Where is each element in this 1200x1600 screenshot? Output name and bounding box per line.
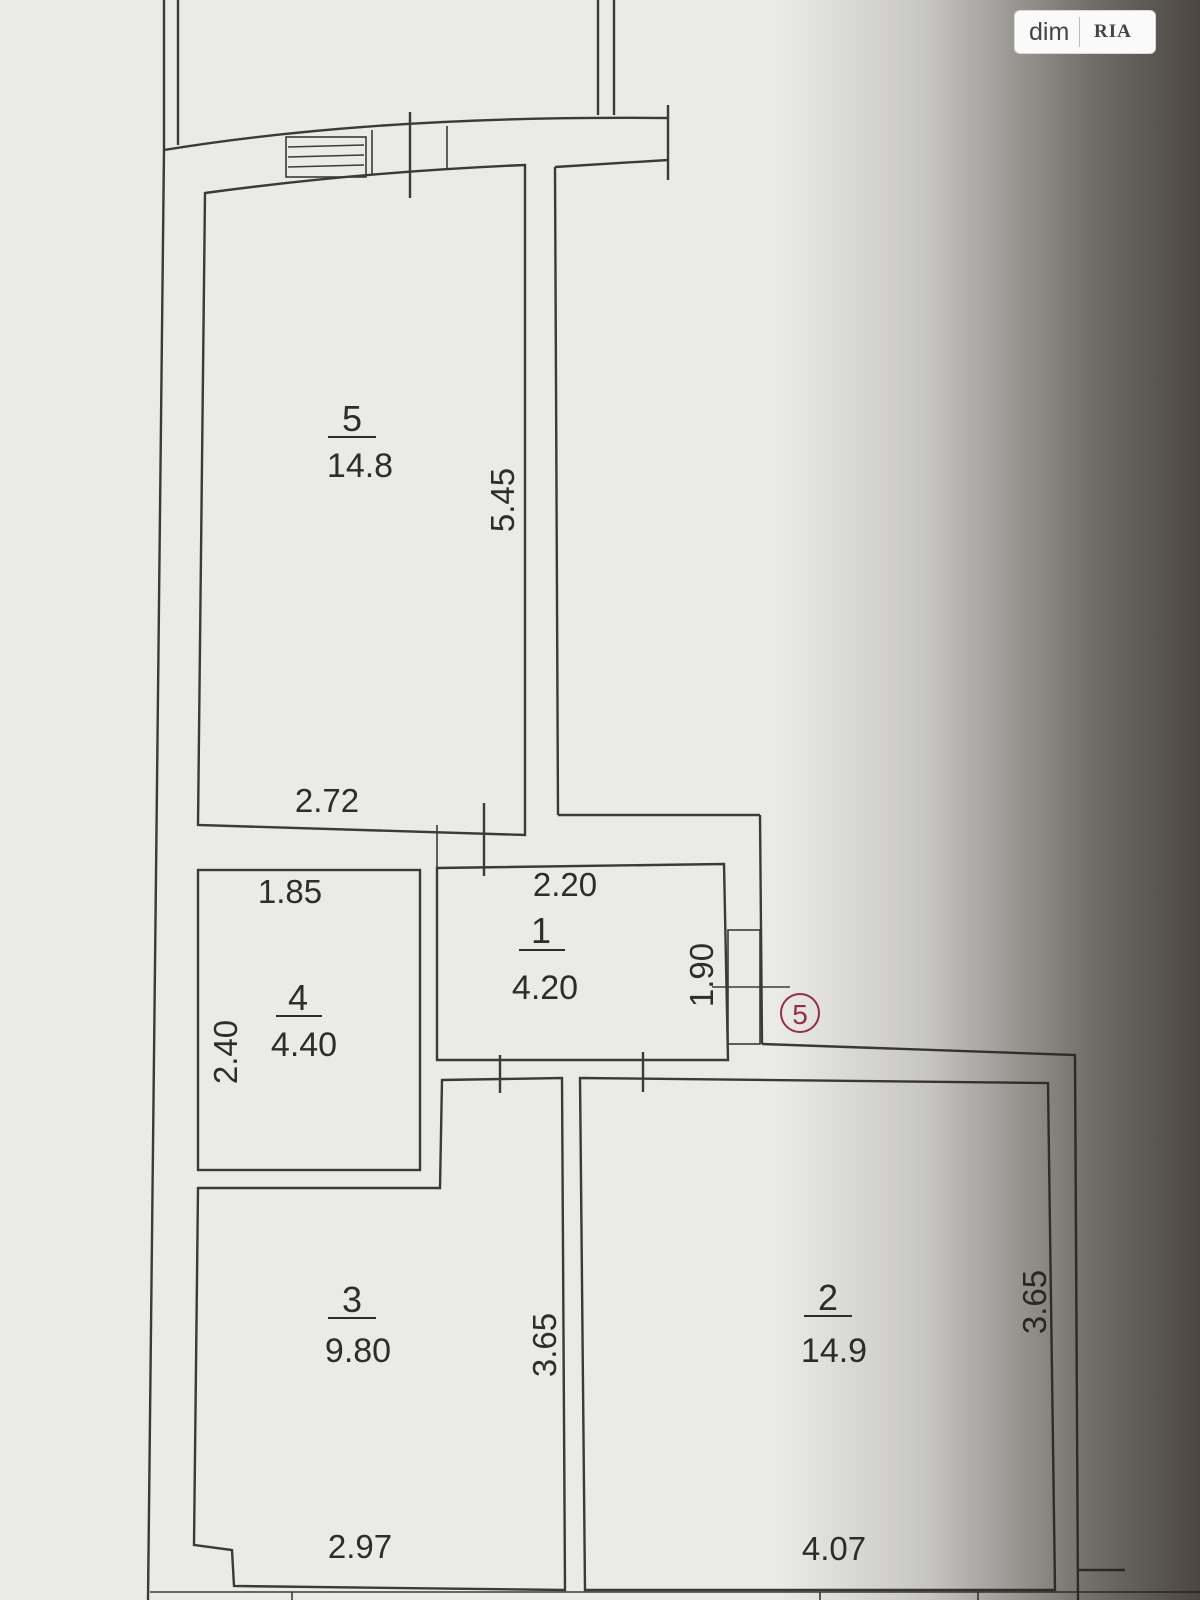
room-2-height-dimension: 3.65 (1016, 1270, 1053, 1334)
logo-dim-text: dim (1029, 17, 1070, 46)
marker-label: 5 (792, 999, 808, 1030)
room-1-area: 4.20 (512, 969, 578, 1007)
room-1-number: 1 (531, 910, 551, 951)
room-1 (435, 803, 790, 1062)
room-3-area: 9.80 (325, 1332, 391, 1370)
room-2-number: 2 (818, 1277, 838, 1318)
room-2-area: 14.9 (801, 1332, 867, 1370)
room-3 (192, 1052, 645, 1592)
room-4-width-dimension: 1.85 (258, 873, 322, 910)
room-4-area: 4.40 (271, 1026, 337, 1064)
room-3-height-dimension: 3.65 (526, 1313, 563, 1377)
room-4 (196, 868, 422, 1172)
room-4-height-dimension: 2.40 (207, 1020, 244, 1084)
outer-walls (146, 0, 670, 1600)
room-3-number: 3 (342, 1279, 362, 1320)
room-3-width-dimension: 2.97 (328, 1528, 392, 1565)
logo-ria-text: RIA (1094, 21, 1132, 42)
room-5-number: 5 (342, 398, 362, 439)
room-2-width-dimension: 4.07 (802, 1530, 866, 1567)
room-5 (196, 163, 764, 1045)
logo-separator (1079, 17, 1080, 47)
dimria-logo: dim RIA (1014, 10, 1156, 54)
room-4-number: 4 (288, 977, 308, 1018)
room-5-area: 14.8 (327, 447, 393, 485)
room-1-width-dimension: 2.20 (533, 866, 597, 903)
room-5-height-dimension: 5.45 (484, 468, 521, 532)
room-5-width-dimension: 2.72 (295, 782, 359, 819)
room-1-height-dimension: 1.90 (683, 943, 720, 1007)
